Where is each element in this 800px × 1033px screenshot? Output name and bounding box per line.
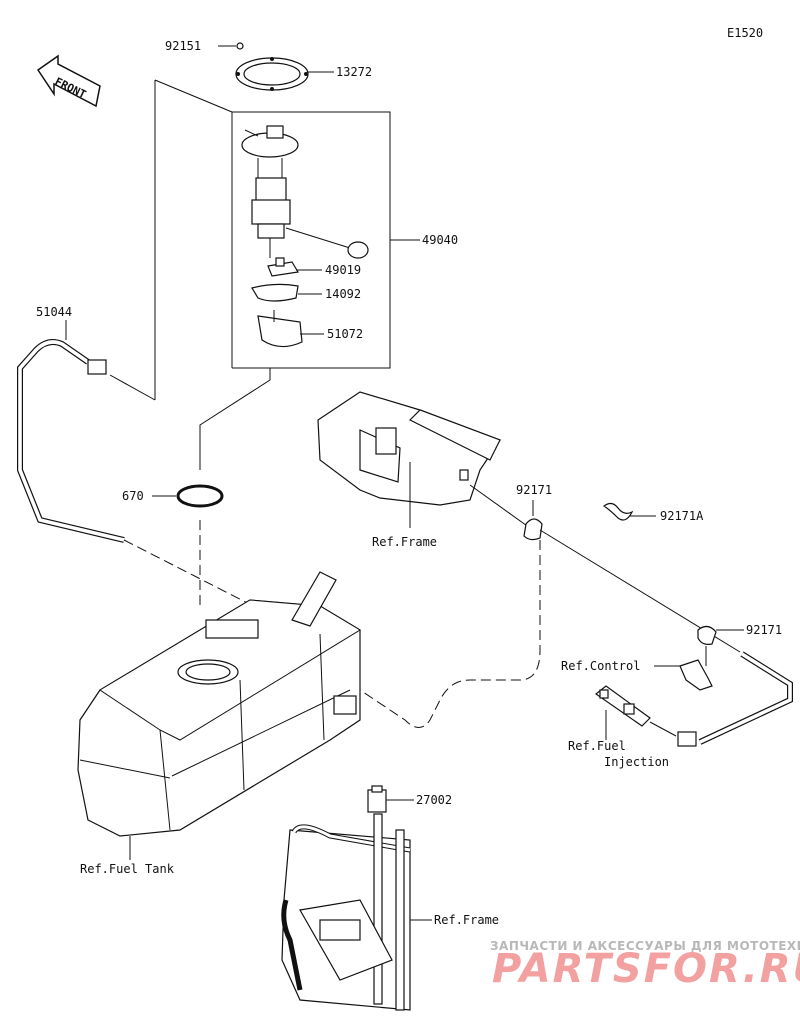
plate-13272 bbox=[235, 57, 334, 91]
diagram-code: E1520 bbox=[727, 26, 763, 40]
callout-49019: 49019 bbox=[325, 263, 361, 277]
callout-13272: 13272 bbox=[336, 65, 372, 79]
callout-51044: 51044 bbox=[36, 305, 72, 319]
control-bracket bbox=[654, 659, 713, 691]
o-ring-670 bbox=[152, 484, 224, 508]
cup-51072 bbox=[257, 310, 324, 348]
callout-92151: 92151 bbox=[165, 39, 201, 53]
filter-49019 bbox=[267, 257, 322, 277]
watermark-brand: PARTSFOR.RU bbox=[492, 946, 800, 992]
callout-92171-lower: 92171 bbox=[746, 623, 782, 637]
ref-frame-top: Ref.Frame bbox=[372, 535, 437, 549]
callout-92171-upper: 92171 bbox=[516, 483, 552, 497]
ref-fuel-tank: Ref.Fuel Tank bbox=[80, 862, 175, 876]
ref-fuel-injection-line1: Ref.Fuel bbox=[568, 739, 626, 753]
callout-14092: 14092 bbox=[325, 287, 361, 301]
fuel-injector bbox=[594, 685, 677, 740]
frame-upper bbox=[317, 391, 531, 529]
callout-49040: 49040 bbox=[422, 233, 458, 247]
ref-frame-bottom: Ref.Frame bbox=[434, 913, 499, 927]
watermark-tagline: ЗАПЧАСТИ И АКСЕССУАРЫ ДЛЯ МОТОТЕХНИКИ bbox=[490, 939, 800, 953]
pump-leader bbox=[199, 368, 271, 470]
fuel-pump-49040 bbox=[241, 125, 369, 259]
clamp-92171-lower bbox=[697, 625, 744, 666]
callout-27002: 27002 bbox=[416, 793, 452, 807]
pump-assembly-bracket bbox=[109, 79, 420, 401]
fuel-line-main bbox=[539, 529, 793, 747]
clamp-92171-upper bbox=[523, 500, 543, 541]
routing-dashed-line bbox=[359, 540, 541, 728]
cover-14092 bbox=[251, 283, 322, 302]
front-arrow-icon: FRONT bbox=[36, 54, 101, 108]
screw-92151 bbox=[218, 42, 244, 50]
ref-fuel-injection-line2: Injection bbox=[604, 755, 669, 769]
callout-51072: 51072 bbox=[327, 327, 363, 341]
clip-92171A bbox=[602, 502, 656, 521]
ref-control: Ref.Control bbox=[561, 659, 640, 673]
callout-92171A: 92171A bbox=[660, 509, 704, 523]
frame-lower bbox=[281, 813, 432, 1011]
callout-670: 670 bbox=[122, 489, 144, 503]
switch-27002 bbox=[367, 785, 414, 813]
fuel-tank bbox=[77, 571, 361, 860]
